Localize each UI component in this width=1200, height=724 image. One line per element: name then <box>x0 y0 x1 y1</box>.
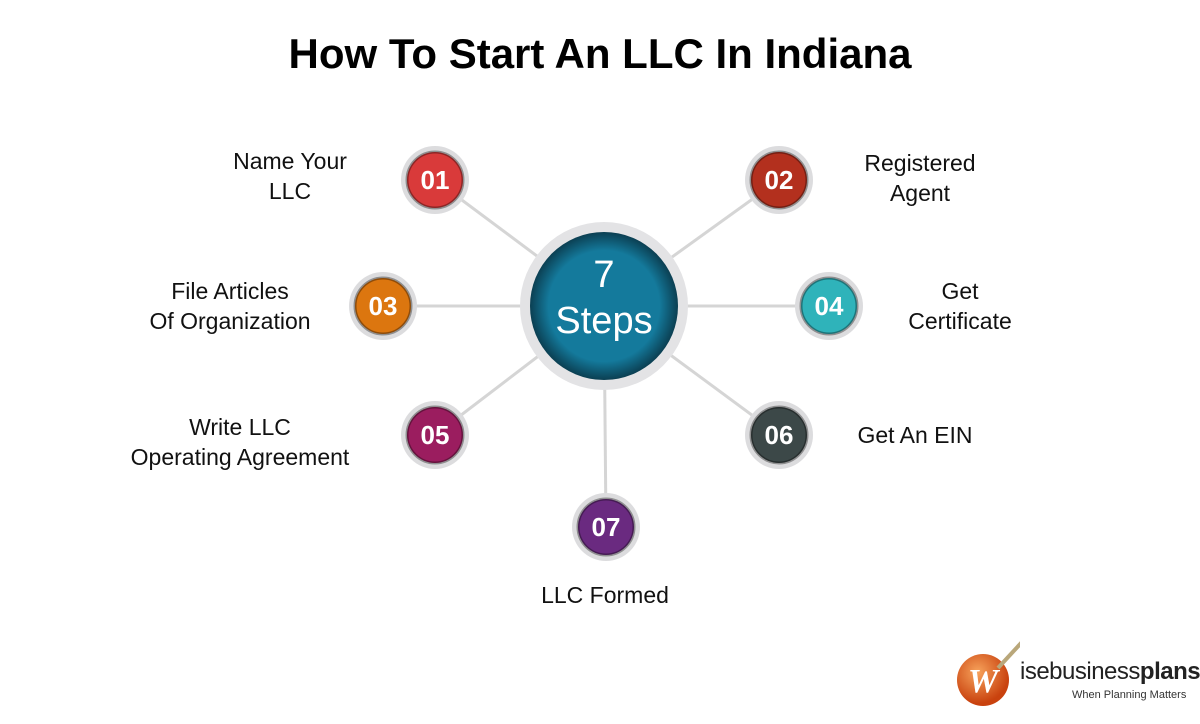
step-node-05: 05 <box>401 401 469 469</box>
logo-wordmark: isebusinessplans® <box>1020 658 1200 685</box>
step-number: 04 <box>815 291 844 321</box>
logo-emblem-icon: W <box>957 641 1020 706</box>
step-node-06: 06 <box>745 401 813 469</box>
step-node-03: 03 <box>349 272 417 340</box>
step-node-02: 02 <box>745 146 813 214</box>
svg-text:W: W <box>968 663 1001 700</box>
step-number: 02 <box>765 165 794 195</box>
step-06-label: Get An EIN <box>857 422 973 448</box>
step-node-04: 04 <box>795 272 863 340</box>
step-node-01: 01 <box>401 146 469 214</box>
step-number: 07 <box>592 512 621 542</box>
step-07-label: LLC Formed <box>541 582 669 608</box>
wisebusinessplans-logo: W isebusinessplans® When Planning Matter… <box>950 640 1200 710</box>
step-number: 05 <box>421 420 450 450</box>
center-label: Steps <box>555 300 652 342</box>
step-number: 01 <box>421 165 450 195</box>
step-number: 06 <box>765 420 794 450</box>
page-title: How To Start An LLC In Indiana <box>288 30 912 77</box>
step-node-07: 07 <box>572 493 640 561</box>
logo-tagline: When Planning Matters <box>1072 689 1187 701</box>
center-circle <box>530 232 678 380</box>
center-number: 7 <box>593 254 614 296</box>
step-number: 03 <box>369 291 398 321</box>
